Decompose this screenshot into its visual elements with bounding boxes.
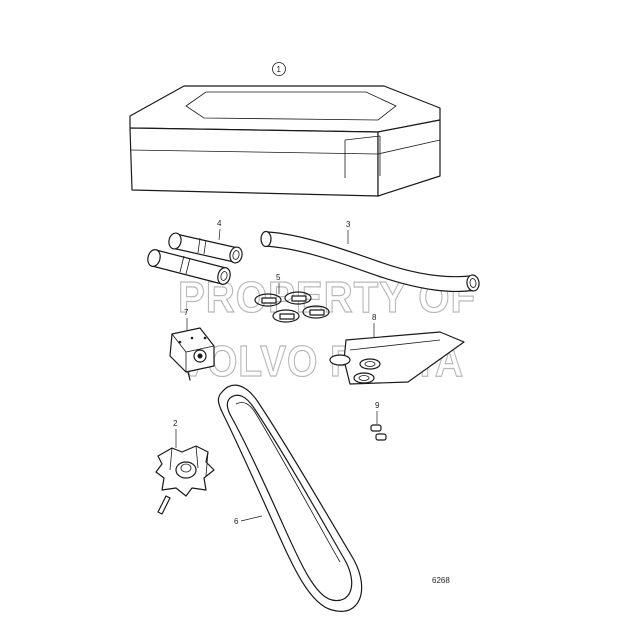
callout-6: 6 <box>234 517 239 526</box>
callout-8: 8 <box>372 313 377 322</box>
part-storage-case: 1 <box>129 62 441 197</box>
part-thermostat: 7 <box>169 308 215 381</box>
drawing-number: 6268 <box>432 576 450 585</box>
callout-9: 9 <box>375 401 380 410</box>
part-hose-connectors: 4 <box>147 219 243 285</box>
part-fuse: 9 <box>370 401 387 441</box>
callout-7: 7 <box>184 308 189 317</box>
callout-3: 3 <box>346 220 351 229</box>
part-hose: 3 <box>260 220 480 293</box>
part-gasket-kit: 8 <box>329 313 465 385</box>
callout-5: 5 <box>276 273 281 282</box>
watermark: PROPERTY OF VOLVO PENTA <box>177 272 475 386</box>
callout-2: 2 <box>173 419 178 428</box>
part-impeller: 2 <box>155 419 215 515</box>
part-drive-belt: 6 <box>217 384 363 612</box>
callout-4: 4 <box>217 219 222 228</box>
callout-1: 1 <box>277 65 282 74</box>
part-hose-clamps: 5 <box>254 273 330 323</box>
